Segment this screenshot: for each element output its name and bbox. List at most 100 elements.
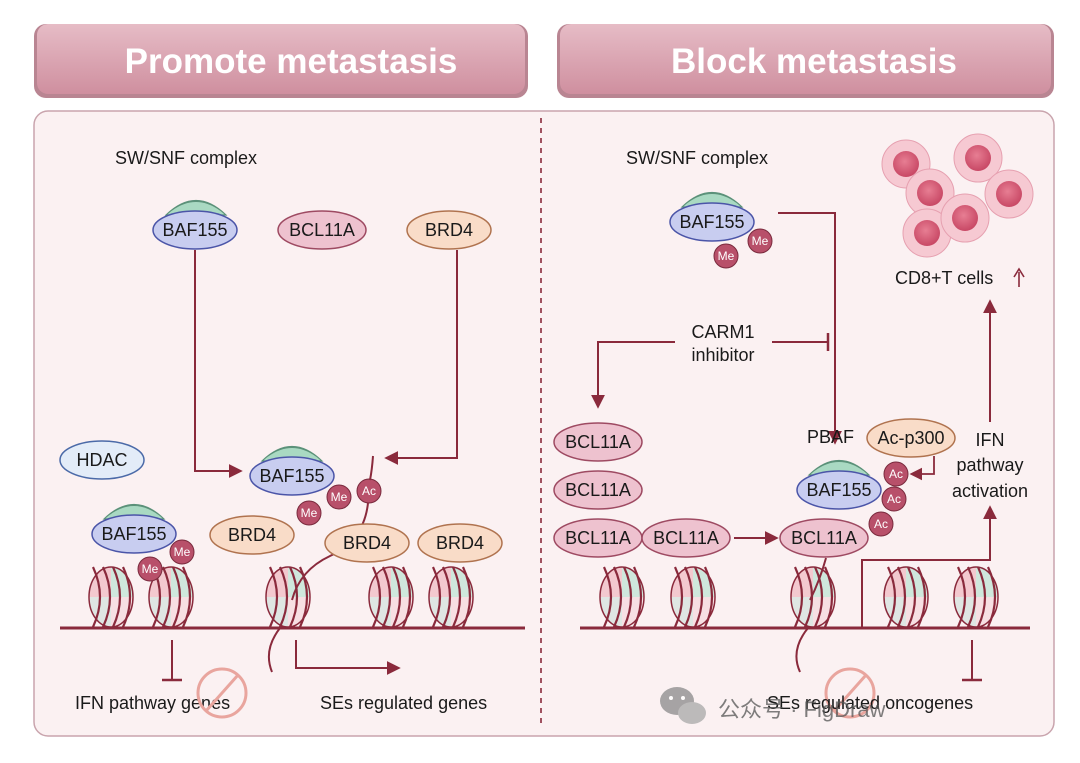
right-ac-3: Ac <box>868 511 894 537</box>
svg-text:BRD4: BRD4 <box>436 533 484 553</box>
inhibitor-label: inhibitor <box>691 345 754 365</box>
left-hdac-label: HDAC <box>76 450 127 470</box>
nucleosome <box>953 566 999 628</box>
svg-text:Me: Me <box>174 545 191 559</box>
nucleosome <box>368 566 414 628</box>
left-hdac: HDAC <box>59 440 145 480</box>
svg-text:Me: Me <box>301 506 318 520</box>
cd8-t-cell <box>940 193 990 243</box>
svg-text:Me: Me <box>142 562 159 576</box>
arrow-brd4-to-complex <box>384 250 458 465</box>
header-left: Promote metastasis <box>34 24 528 98</box>
right-ac-p300: Ac-p300 <box>866 418 956 458</box>
left-brd4-top-label: BRD4 <box>425 220 473 240</box>
pbaf-label: PBAF <box>807 427 854 447</box>
left-title: Promote metastasis <box>125 42 458 81</box>
cd8-label: CD8+T cells <box>895 268 993 288</box>
nucleosome <box>883 566 929 628</box>
right-swsnf-label: SW/SNF complex <box>626 148 768 168</box>
header-right: Block metastasis <box>557 24 1054 98</box>
svg-text:Me: Me <box>752 234 769 248</box>
svg-text:Ac: Ac <box>889 467 903 481</box>
chromatin-loop-left <box>291 455 374 601</box>
ifn-line3: activation <box>952 481 1028 501</box>
svg-text:BRD4: BRD4 <box>228 525 276 545</box>
left-me-center-2: Me <box>296 500 322 526</box>
svg-text:BCL11A: BCL11A <box>565 432 631 452</box>
right-baf155-top-label: BAF155 <box>679 212 744 232</box>
left-brd4-lower-2: BRD4 <box>324 523 410 563</box>
nucleosome <box>265 566 311 628</box>
left-me-lower-2: Me <box>137 556 163 582</box>
svg-text:Me: Me <box>331 490 348 504</box>
nucleosome <box>428 566 474 628</box>
left-ifn-genes: IFN pathway genes <box>75 693 230 713</box>
left-baf155-center: BAF155 <box>249 446 335 496</box>
svg-text:Ac: Ac <box>362 484 376 498</box>
svg-text:BCL11A: BCL11A <box>653 528 719 548</box>
left-baf155-lower: BAF155 <box>91 504 177 554</box>
right-baf155-pbaf: BAF155 <box>796 460 882 510</box>
svg-text:Me: Me <box>718 249 735 263</box>
arrow-ses-genes <box>295 640 401 675</box>
right-ac-1: Ac <box>883 461 909 487</box>
right-bcl11a-bound: BCL11A <box>779 518 869 558</box>
left-baf155-top-label: BAF155 <box>162 220 227 240</box>
ifn-line1: IFN <box>976 430 1005 450</box>
watermark: 公众号 · FigDraw <box>660 687 886 724</box>
nucleosome <box>790 566 836 628</box>
right-baf155-pbaf-label: BAF155 <box>806 480 871 500</box>
left-bcl11a-top: BCL11A <box>277 210 367 250</box>
left-brd4-lower-3: BRD4 <box>417 523 503 563</box>
svg-text:BCL11A: BCL11A <box>791 528 857 548</box>
left-swsnf-label: SW/SNF complex <box>115 148 257 168</box>
nucleosome <box>88 566 134 628</box>
right-ac-2: Ac <box>881 486 907 512</box>
arrow-carm1-to-bcl11a <box>591 341 675 409</box>
left-me-center-1: Me <box>326 484 352 510</box>
arrow-baf155-to-complex <box>194 250 243 478</box>
right-baf155-top: BAF155 <box>669 192 755 242</box>
left-baf155-top: BAF155 <box>152 200 238 250</box>
up-arrow-icon <box>1013 267 1025 287</box>
right-me-top-1: Me <box>747 228 773 254</box>
right-bcl11a-1: BCL11A <box>553 422 643 462</box>
svg-text:BRD4: BRD4 <box>343 533 391 553</box>
right-title: Block metastasis <box>671 42 957 81</box>
svg-text:BCL11A: BCL11A <box>565 528 631 548</box>
prohibit-icon-left <box>196 667 248 719</box>
left-brd4-top: BRD4 <box>406 210 492 250</box>
svg-text:BCL11A: BCL11A <box>565 480 631 500</box>
cd8-t-cell <box>902 208 952 258</box>
left-ac-center: Ac <box>356 478 382 504</box>
cd8-t-cells <box>881 133 1034 258</box>
left-brd4-lower-1: BRD4 <box>209 515 295 555</box>
svg-text:Ac-p300: Ac-p300 <box>877 428 944 448</box>
ifn-line2: pathway <box>956 455 1023 475</box>
arrow-baf155-to-pbaf <box>778 212 842 445</box>
svg-text:Ac: Ac <box>874 517 888 531</box>
left-baf155-center-label: BAF155 <box>259 466 324 486</box>
carm1-label: CARM1 <box>691 322 754 342</box>
right-bcl11a-3: BCL11A <box>553 518 643 558</box>
cd8-t-cell <box>953 133 1003 183</box>
right-oncogenes: SEs regulated oncogenes <box>767 693 973 713</box>
left-ses-genes: SEs regulated genes <box>320 693 487 713</box>
right-bcl11a-4: BCL11A <box>641 518 731 558</box>
left-baf155-lower-label: BAF155 <box>101 524 166 544</box>
wechat-icon <box>660 687 706 724</box>
arrow-to-ifn-activation <box>861 505 997 628</box>
cd8-t-cell <box>984 169 1034 219</box>
right-bcl11a-2: BCL11A <box>553 470 643 510</box>
svg-text:Ac: Ac <box>887 492 901 506</box>
nucleosome <box>599 566 645 628</box>
nucleosome <box>670 566 716 628</box>
nucleosome <box>148 566 194 628</box>
right-me-top-2: Me <box>713 243 739 269</box>
prohibit-icon-right <box>824 667 876 719</box>
left-me-lower-1: Me <box>169 539 195 565</box>
left-bcl11a-top-label: BCL11A <box>289 220 355 240</box>
watermark-text: 公众号 · FigDraw <box>718 697 886 722</box>
